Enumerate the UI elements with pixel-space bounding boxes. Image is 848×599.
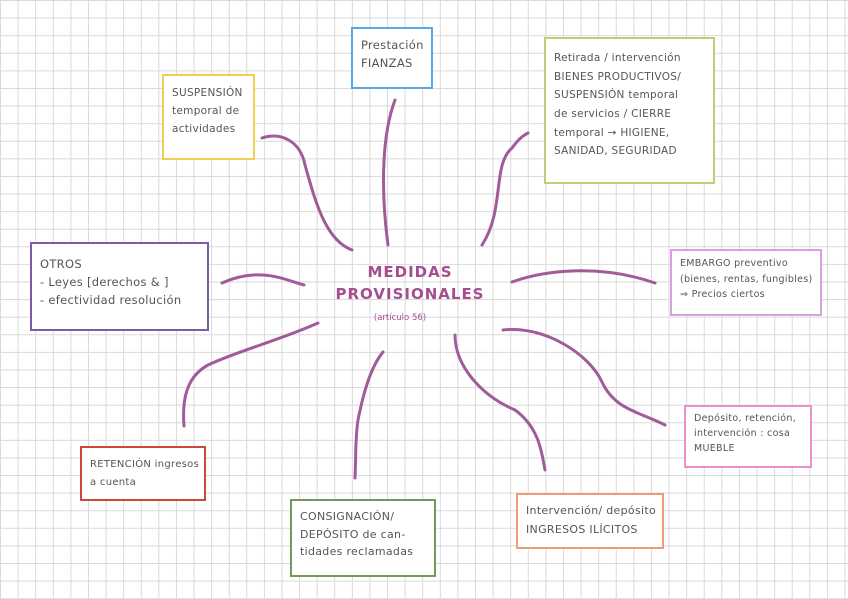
node-suspension-line2: temporal de	[172, 104, 240, 117]
node-fianzas-line1: Prestación	[361, 38, 424, 52]
node-fianzas: Prestación FIANZAS	[351, 27, 433, 89]
central-topic-line1: MEDIDAS	[367, 263, 453, 281]
node-retirada-line6: SANIDAD, SEGURIDAD	[554, 145, 677, 158]
node-otros-line1: OTROS	[40, 257, 82, 271]
connector-fianzas	[382, 98, 397, 247]
node-otros-line3: - efectividad resolución	[40, 292, 182, 307]
node-retirada-line4: de servicios / CIERRE	[554, 108, 672, 121]
connector-suspension	[260, 134, 354, 252]
node-consignacion-line3: tidades reclamadas	[300, 545, 414, 559]
node-retirada-line3: SUSPENSIÓN temporal	[554, 89, 679, 102]
central-topic-line2: PROVISIONALES	[335, 284, 485, 303]
connector-retirada	[480, 131, 530, 247]
node-retirada-line5: temporal → HIGIENE,	[554, 126, 670, 139]
node-retirada: Retirada / intervención BIENES PRODUCTIV…	[544, 37, 715, 184]
connector-otros	[220, 273, 306, 287]
node-consignacion: CONSIGNACIÓN/ DEPÓSITO de can- tidades r…	[290, 499, 436, 577]
node-otros-line2: - Leyes [derechos & ]	[40, 274, 169, 289]
node-suspension: SUSPENSIÓN temporal de actividades	[162, 74, 255, 160]
node-embargo-line1: EMBARGO preventivo	[680, 258, 788, 269]
node-embargo-line3: ⇒ Precios ciertos	[680, 289, 765, 301]
node-ingresos-line1: Intervención/ depósito	[526, 504, 656, 517]
node-retirada-line1: Retirada / intervención	[554, 52, 681, 64]
node-retencion-line2: a cuenta	[90, 476, 137, 488]
node-embargo: EMBARGO preventivo (bienes, rentas, fung…	[670, 249, 822, 316]
node-otros: OTROS - Leyes [derechos & ] - efectivida…	[30, 242, 209, 331]
node-consignacion-line1: CONSIGNACIÓN/	[300, 510, 395, 523]
connector-deposito	[501, 327, 667, 427]
connector-retencion	[182, 321, 320, 428]
central-topic: MEDIDAS PROVISIONALES	[330, 262, 490, 306]
node-suspension-line3: actividades	[172, 122, 236, 135]
node-ingresos-line2: INGRESOS ILÍCITOS	[526, 522, 638, 536]
node-retencion-line1: RETENCIÓN ingresos	[90, 459, 200, 470]
node-deposito-line3: MUEBLE	[694, 443, 735, 455]
connector-consignacion	[353, 350, 385, 480]
connector-embargo	[510, 269, 657, 285]
node-deposito-line2: intervención : cosa	[694, 428, 791, 440]
node-consignacion-line2: DEPÓSITO de can-	[300, 527, 406, 541]
node-deposito-line1: Depósito, retención,	[694, 413, 797, 424]
node-ingresos: Intervención/ depósito INGRESOS ILÍCITOS	[516, 493, 664, 549]
node-deposito: Depósito, retención, intervención : cosa…	[684, 405, 812, 468]
central-topic-subtitle: (artículo 56)	[373, 313, 427, 323]
node-fianzas-line2: FIANZAS	[361, 55, 413, 70]
node-retencion: RETENCIÓN ingresos a cuenta	[80, 446, 206, 501]
node-retirada-line2: BIENES PRODUCTIVOS/	[554, 70, 682, 83]
node-embargo-line2: (bienes, rentas, fungibles)	[680, 273, 813, 285]
node-suspension-line1: SUSPENSIÓN	[172, 87, 243, 99]
connector-ingresos	[453, 333, 547, 472]
